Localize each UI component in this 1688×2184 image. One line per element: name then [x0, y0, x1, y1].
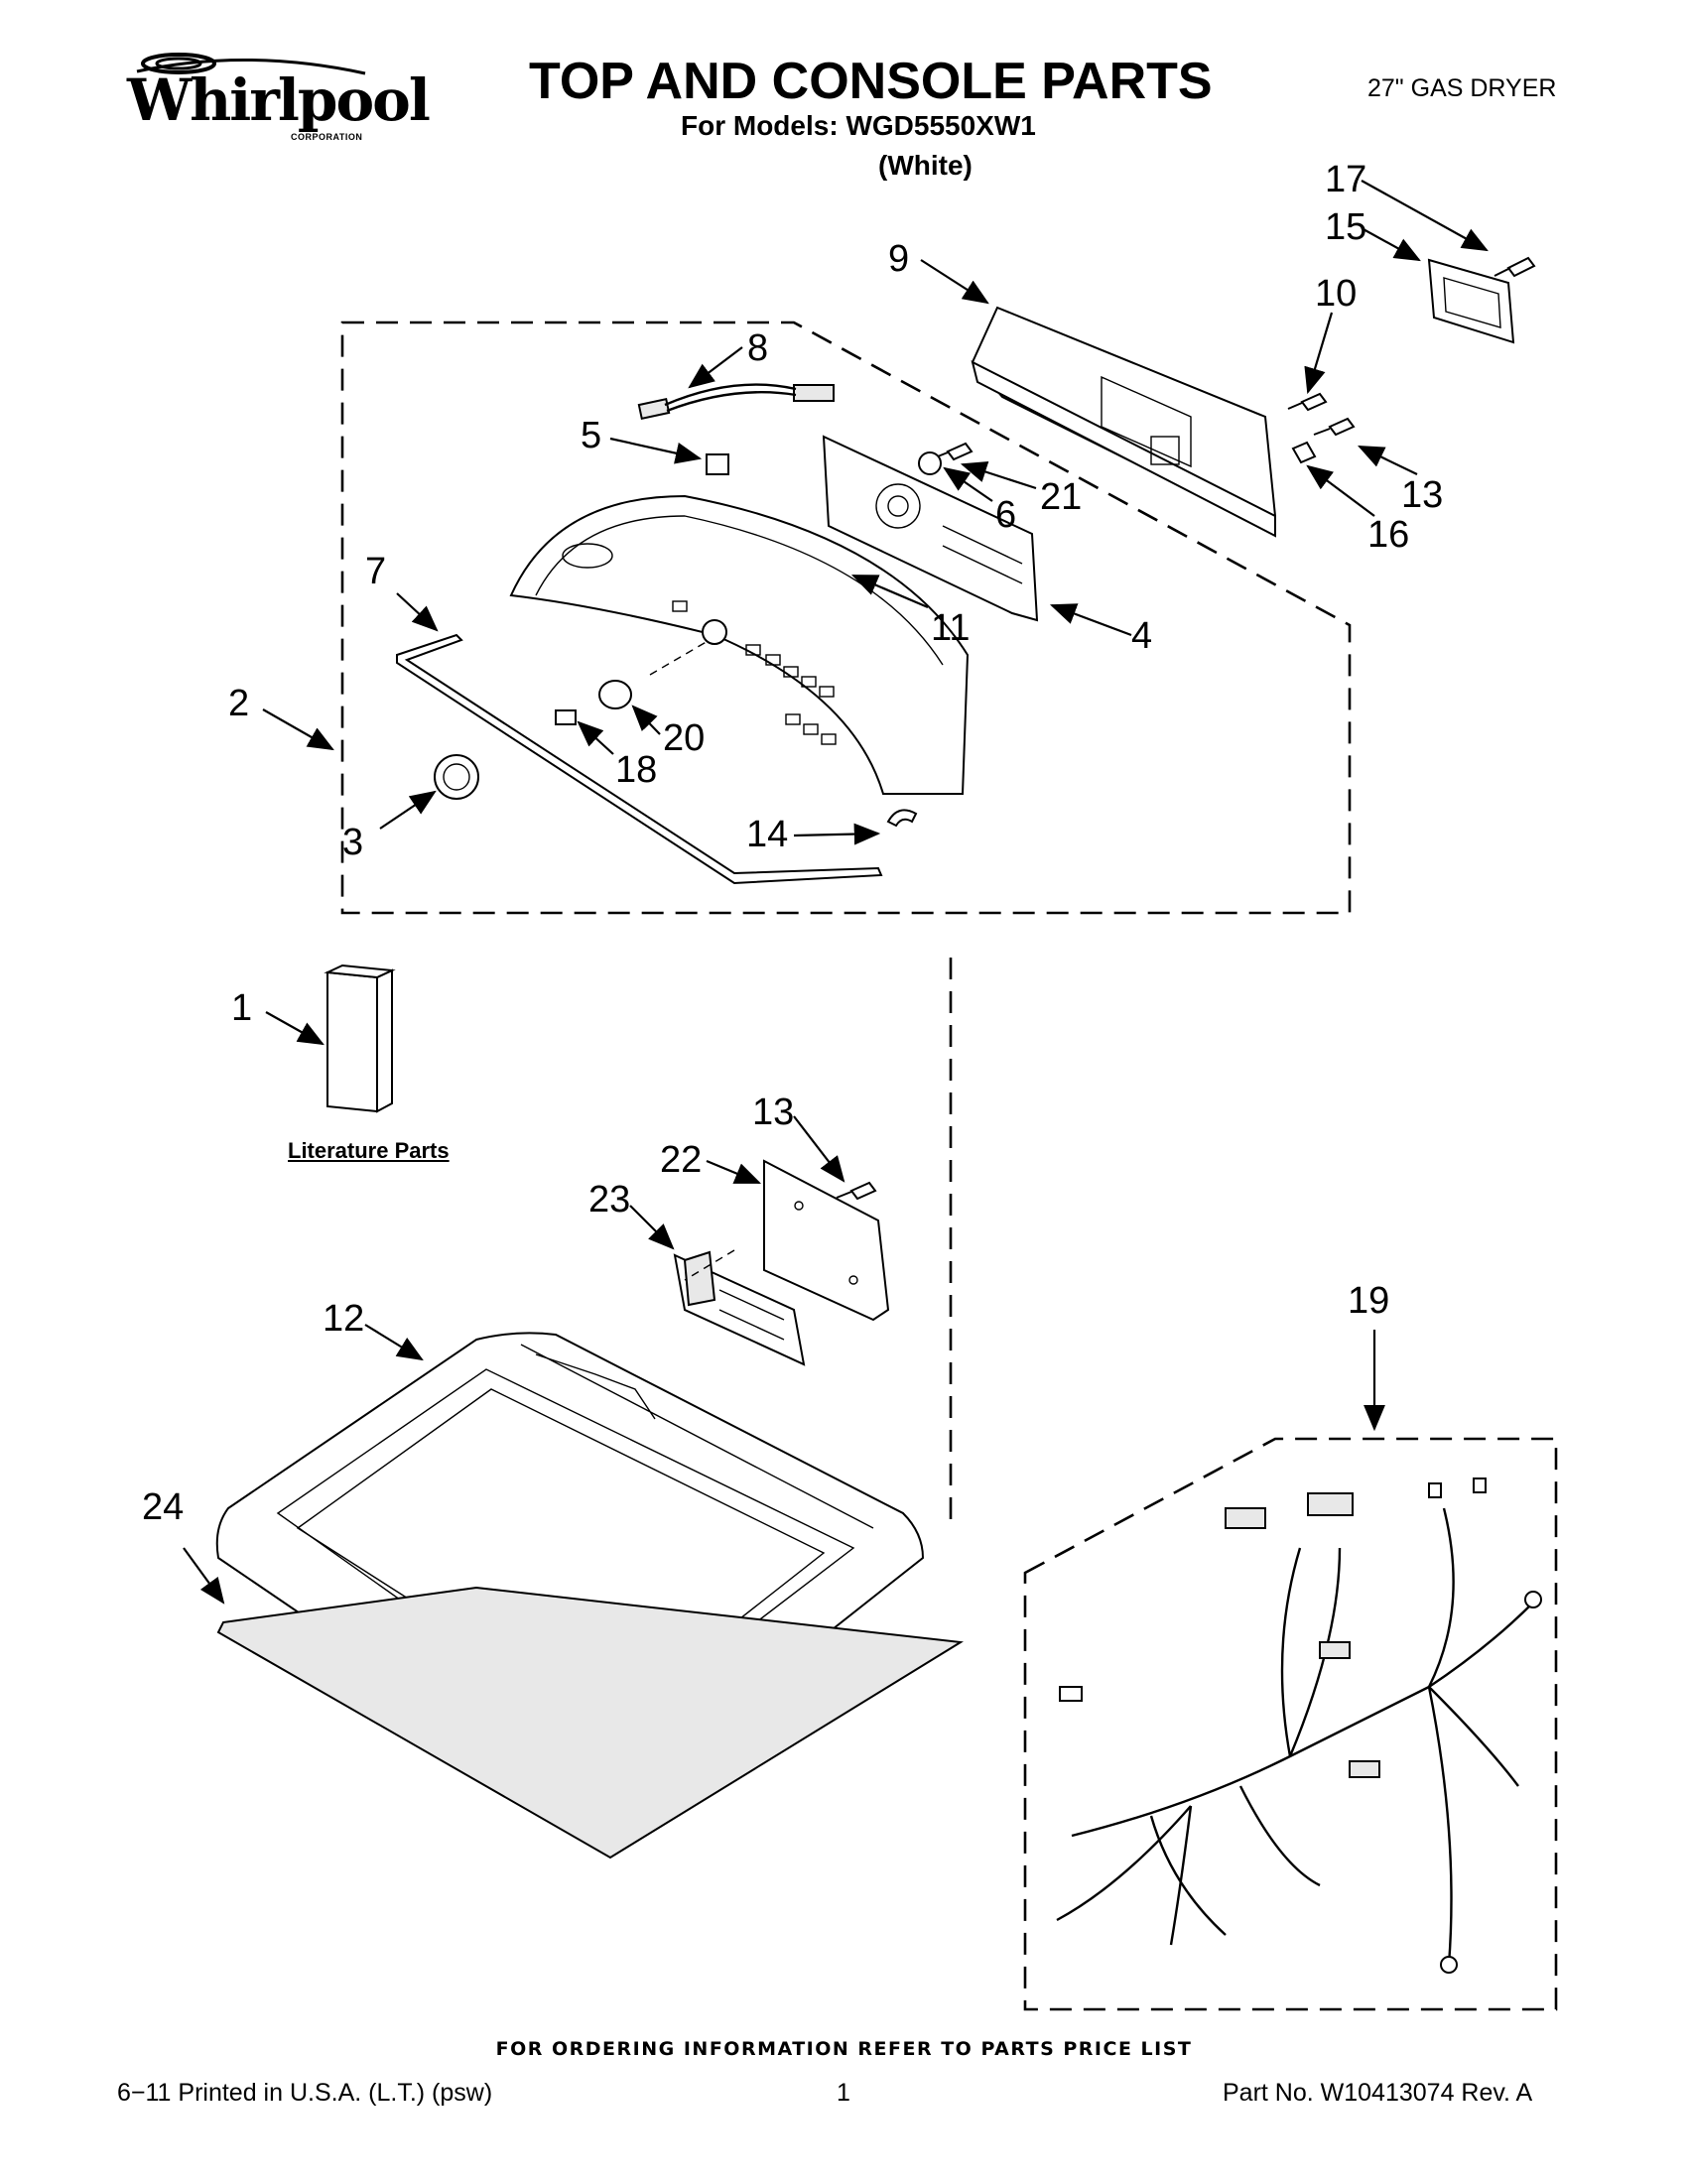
part-number: Part No. W10413074 Rev. A — [1223, 2079, 1533, 2107]
knob-clip — [555, 709, 577, 725]
callout-21: 21 — [1040, 476, 1083, 518]
callout-22: 22 — [660, 1139, 703, 1181]
brand-wordmark: Whirlpool — [127, 66, 431, 134]
callout-7: 7 — [365, 551, 387, 592]
clip-part — [706, 453, 729, 475]
screws — [836, 256, 1536, 1201]
knob-insert — [598, 680, 632, 709]
callout-17: 17 — [1325, 159, 1367, 200]
literature-parts-label: Literature Parts — [288, 1138, 450, 1163]
main-wire-harness — [1023, 1437, 1558, 2011]
brand-subtitle: CORPORATION — [291, 132, 363, 142]
control-mounting-plate — [763, 1159, 890, 1322]
control-knob — [434, 754, 479, 800]
callout-8: 8 — [747, 327, 769, 369]
color-variant: (White) — [878, 150, 973, 181]
electronic-control-module — [673, 1249, 806, 1366]
callout-15: 15 — [1325, 206, 1367, 248]
callout-9: 9 — [888, 238, 910, 280]
models-line: For Models: WGD5550XW1 — [681, 110, 1036, 141]
callout-19: 19 — [1348, 1280, 1390, 1322]
console-rear-panel — [971, 306, 1277, 538]
callout-18: 18 — [615, 749, 658, 791]
callout-12: 12 — [323, 1298, 365, 1340]
top-panel-pad — [216, 1586, 964, 1860]
wire-harness-small — [637, 383, 835, 420]
callout-10: 10 — [1315, 273, 1358, 315]
callout-14: 14 — [746, 814, 789, 855]
product-type: 27" GAS DRYER — [1367, 74, 1557, 102]
callout-13-top: 13 — [1401, 474, 1444, 516]
page-title: TOP AND CONSOLE PARTS — [529, 53, 1213, 110]
callout-13-bottom: 13 — [752, 1092, 795, 1133]
callout-24: 24 — [142, 1486, 185, 1528]
callout-2: 2 — [228, 683, 250, 724]
mounting-bracket — [1427, 258, 1515, 344]
user-interface-board — [822, 435, 1039, 622]
callout-5: 5 — [581, 415, 602, 456]
trim-strip — [396, 633, 883, 885]
ordering-note: FOR ORDERING INFORMATION REFER TO PARTS … — [495, 2038, 1193, 2060]
page-number: 1 — [837, 2079, 850, 2107]
whirlpool-logo — [136, 53, 366, 75]
callout-16: 16 — [1367, 514, 1410, 556]
callout-4: 4 — [1131, 615, 1153, 657]
spring-clip — [886, 809, 918, 828]
callout-6: 6 — [995, 494, 1017, 536]
literature-book — [324, 964, 396, 1113]
console-group-boundary — [340, 321, 1352, 915]
callout-23: 23 — [588, 1179, 631, 1220]
console-front-panel — [509, 494, 970, 795]
nut-part — [918, 451, 942, 475]
callout-1: 1 — [231, 987, 253, 1029]
callout-11: 11 — [931, 607, 971, 649]
callout-3: 3 — [342, 822, 364, 863]
print-info: 6−11 Printed in U.S.A. (L.T.) (psw) — [117, 2079, 493, 2107]
callout-20: 20 — [663, 717, 706, 759]
